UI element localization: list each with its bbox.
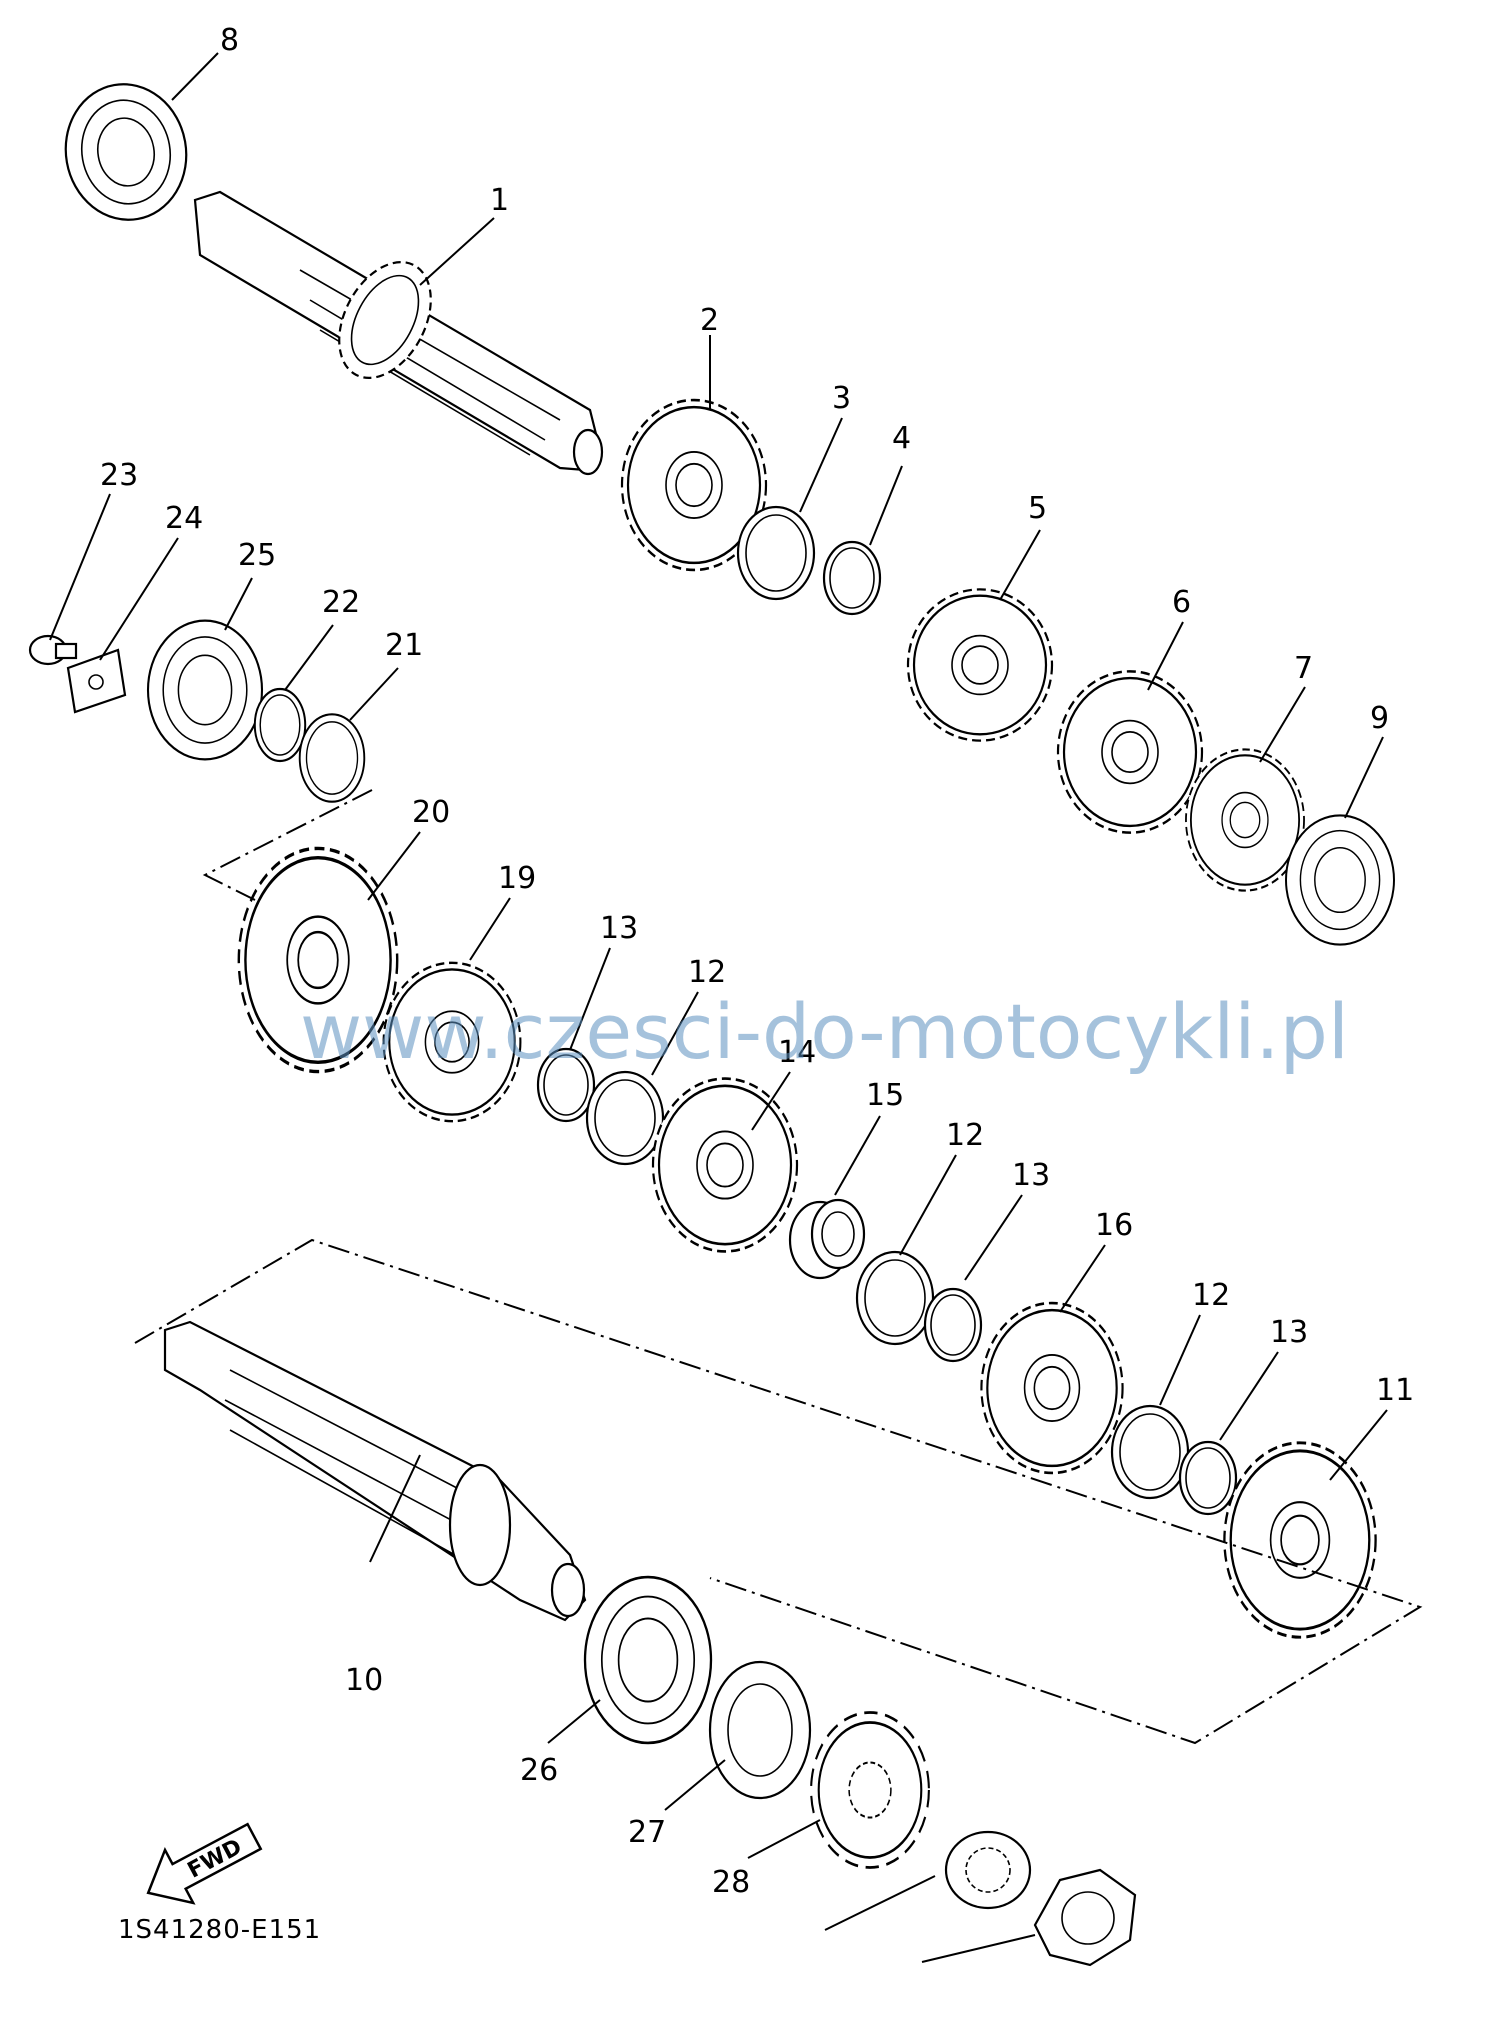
- part-13-circlip-c: [1178, 1440, 1238, 1516]
- part-14-gear: [651, 1077, 799, 1253]
- callout-22: 24: [165, 501, 203, 536]
- part-6-gear: [1056, 670, 1204, 834]
- callout-6: 6: [1172, 585, 1191, 620]
- part-15-collar: [788, 1198, 866, 1280]
- part-12-washer-b: [855, 1250, 935, 1346]
- drive-axle-group: [163, 1320, 1137, 1967]
- part-28-nut: [1033, 1868, 1137, 1967]
- callout-18: 20: [412, 795, 450, 830]
- callout-7: 7: [1294, 651, 1313, 686]
- callout-17: 19: [498, 861, 536, 896]
- callout-12-a: 12: [688, 955, 726, 990]
- part-3-washer: [736, 505, 816, 601]
- leader-lines: [49, 52, 1388, 1963]
- part-9-bearing: [1284, 814, 1396, 946]
- watermark-text: www.czesci-do-motocykli.pl: [300, 987, 1349, 1076]
- callout-3: 3: [832, 381, 851, 416]
- callout-13-a: 13: [600, 911, 638, 946]
- assembly-guide-lines: [134, 789, 1423, 1745]
- callout-13-b: 13: [1012, 1158, 1050, 1193]
- part-12-washer-c: [1110, 1404, 1190, 1500]
- callout-21: 23: [100, 458, 138, 493]
- callout-14: 14: [778, 1035, 816, 1070]
- diagram-code: 1S41280-E151: [118, 1915, 321, 1945]
- part-1-main-axle: [193, 190, 604, 476]
- callout-20: 22: [322, 585, 360, 620]
- callout-12-c: 12: [1192, 1278, 1230, 1313]
- callout-4: 4: [892, 421, 911, 456]
- part-8-bearing: [54, 73, 198, 231]
- part-12-washer-a: [585, 1070, 665, 1166]
- callout-10: 10: [345, 1663, 383, 1698]
- callout-9: 9: [1370, 701, 1389, 736]
- callout-1: 1: [490, 183, 509, 218]
- part-25-oil-seal: [708, 1660, 812, 1800]
- fwd-arrow-icon: FWD: [146, 1822, 263, 1905]
- part-20-circlip: [253, 687, 307, 763]
- part-22-plate: [66, 648, 127, 714]
- part-16-gear: [980, 1301, 1124, 1475]
- part-27-lock-washer: [944, 1830, 1032, 1910]
- part-4-circlip: [822, 540, 882, 616]
- part-10-drive-axle: [163, 1320, 587, 1622]
- callout-2: 2: [700, 303, 719, 338]
- part-13-circlip-b: [923, 1287, 983, 1363]
- part-23-bearing: [146, 619, 264, 761]
- part-24-bearing: [583, 1575, 713, 1745]
- callout-15: 15: [866, 1078, 904, 1113]
- callout-23: 25: [238, 538, 276, 573]
- callout-25: 27: [628, 1815, 666, 1850]
- callout-13-c: 13: [1270, 1315, 1308, 1350]
- callout-26: 28: [712, 1865, 750, 1900]
- callout-5: 5: [1028, 491, 1047, 526]
- part-19-washer: [298, 713, 366, 803]
- callout-19: 21: [385, 628, 423, 663]
- part-5-gear: [906, 588, 1054, 742]
- callout-12-b: 12: [946, 1118, 984, 1153]
- drive-gears-group: [237, 846, 1378, 1639]
- callout-8: 8: [220, 23, 239, 58]
- part-11-gear: [1222, 1441, 1378, 1639]
- main-axle-group: [28, 73, 1396, 946]
- callout-11: 11: [1376, 1373, 1414, 1408]
- callout-24: 26: [520, 1753, 558, 1788]
- part-26-sprocket: [810, 1711, 930, 1869]
- callout-16: 16: [1095, 1208, 1133, 1243]
- callout-numbers: 8 1 2 3 4 5 6 7 9 23 24 25 22 21 20 19 1…: [100, 23, 1414, 1900]
- part-21-screw: [28, 634, 78, 666]
